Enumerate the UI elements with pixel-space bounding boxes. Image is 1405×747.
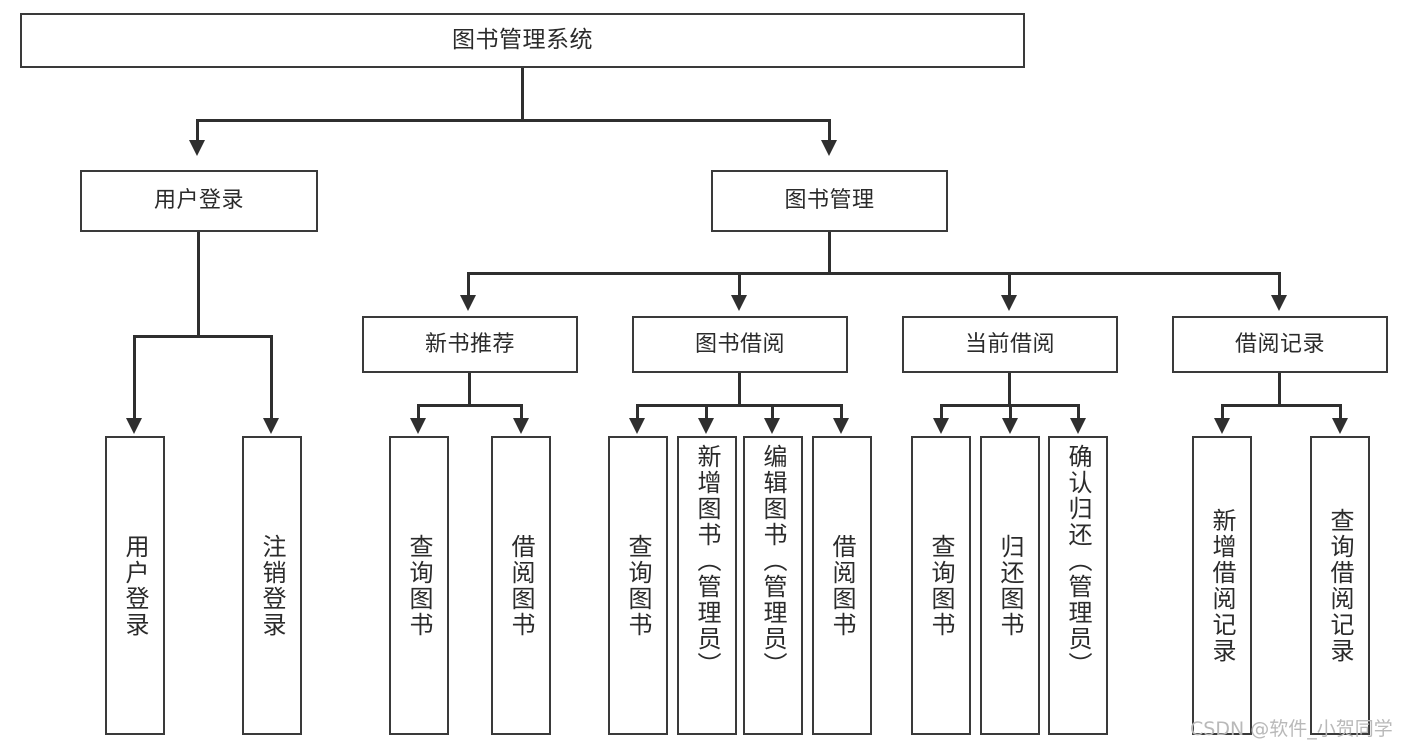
node-label: 借阅记录 xyxy=(1234,331,1325,357)
node-label: 新书推荐 xyxy=(424,331,515,357)
node-new-book-rec[interactable]: 新书推荐 xyxy=(362,316,578,373)
connector-book-borrow-to-leaf-4 xyxy=(840,404,843,420)
connector-book-manage-to-new-book xyxy=(467,272,470,297)
arrowhead-leaf-confirm-return xyxy=(1070,418,1086,434)
connector-user-login-to-leaf-2 xyxy=(270,335,273,420)
connector-book-borrow-stem xyxy=(738,373,741,404)
connector-book-borrow-to-leaf-1 xyxy=(636,404,639,420)
node-book-borrow[interactable]: 图书借阅 xyxy=(632,316,848,373)
node-leaf-add-record[interactable]: 新增借阅记录 xyxy=(1192,436,1252,735)
arrowhead-borrow-record xyxy=(1271,295,1287,311)
node-leaf-confirm-return[interactable]: 确认归还（管理员） xyxy=(1048,436,1108,735)
node-leaf-borrow-book-2[interactable]: 借阅图书 xyxy=(812,436,872,735)
node-leaf-query-record[interactable]: 查询借阅记录 xyxy=(1310,436,1370,735)
node-label: 用户登录 xyxy=(153,188,244,214)
arrowhead-leaf-query-book-3 xyxy=(933,418,949,434)
connector-book-manage-to-borrow-record xyxy=(1278,272,1281,297)
connector-new-book-bus xyxy=(417,404,523,407)
connector-borrow-record-bus xyxy=(1221,404,1342,407)
connector-book-borrow-bus xyxy=(636,404,842,407)
node-root-system[interactable]: 图书管理系统 xyxy=(20,13,1025,68)
node-label: 新增借阅记录 xyxy=(1208,507,1236,664)
node-leaf-query-book-2[interactable]: 查询图书 xyxy=(608,436,668,735)
arrowhead-leaf-add-book xyxy=(698,418,714,434)
arrowhead-leaf-return-book xyxy=(1002,418,1018,434)
connector-book-manage-bus xyxy=(467,272,1281,275)
connector-root-to-user-login xyxy=(196,119,199,142)
connector-current-borrow-to-leaf-1 xyxy=(940,404,943,420)
node-leaf-add-book[interactable]: 新增图书（管理员） xyxy=(677,436,737,735)
connector-new-book-stem xyxy=(468,373,471,404)
connector-user-login-stem xyxy=(197,232,200,335)
arrowhead-leaf-add-record xyxy=(1214,418,1230,434)
node-leaf-edit-book[interactable]: 编辑图书（管理员） xyxy=(743,436,803,735)
node-label: 归还图书 xyxy=(996,533,1024,638)
node-label: 查询图书 xyxy=(405,533,433,638)
node-label: 新增图书（管理员） xyxy=(693,444,721,678)
node-label: 注销登录 xyxy=(258,533,286,638)
connector-borrow-record-stem xyxy=(1278,373,1281,404)
connector-borrow-record-to-leaf-1 xyxy=(1221,404,1224,420)
connector-current-borrow-to-leaf-3 xyxy=(1077,404,1080,420)
connector-root-bus xyxy=(196,119,830,122)
connector-borrow-record-to-leaf-2 xyxy=(1339,404,1342,420)
node-label: 用户登录 xyxy=(121,533,149,638)
connector-user-login-to-leaf-1 xyxy=(133,335,136,420)
connector-new-book-to-leaf-2 xyxy=(520,404,523,420)
arrowhead-current-borrow xyxy=(1001,295,1017,311)
node-label: 查询图书 xyxy=(927,533,955,638)
connector-book-manage-to-book-borrow xyxy=(738,272,741,297)
node-label: 图书借阅 xyxy=(694,331,785,357)
arrowhead-leaf-borrow-book-1 xyxy=(513,418,529,434)
connector-root-to-book-manage xyxy=(828,119,831,142)
node-leaf-logout[interactable]: 注销登录 xyxy=(242,436,302,735)
connector-root-stem xyxy=(521,68,524,119)
node-book-manage[interactable]: 图书管理 xyxy=(711,170,948,232)
arrowhead-user-login xyxy=(189,140,205,156)
connector-user-login-bus xyxy=(133,335,270,338)
node-leaf-query-book-3[interactable]: 查询图书 xyxy=(911,436,971,735)
connector-book-manage-stem xyxy=(828,232,831,272)
node-leaf-user-login[interactable]: 用户登录 xyxy=(105,436,165,735)
connector-book-borrow-to-leaf-2 xyxy=(705,404,708,420)
node-label: 查询图书 xyxy=(624,533,652,638)
arrowhead-leaf-user-login xyxy=(126,418,142,434)
connector-current-borrow-to-leaf-2 xyxy=(1009,404,1012,420)
connector-current-borrow-stem xyxy=(1008,373,1011,404)
node-borrow-record[interactable]: 借阅记录 xyxy=(1172,316,1388,373)
node-user-login[interactable]: 用户登录 xyxy=(80,170,318,232)
node-current-borrow[interactable]: 当前借阅 xyxy=(902,316,1118,373)
arrowhead-leaf-logout xyxy=(263,418,279,434)
node-label: 编辑图书（管理员） xyxy=(759,444,787,678)
arrowhead-book-borrow xyxy=(731,295,747,311)
connector-new-book-to-leaf-1 xyxy=(417,404,420,420)
arrowhead-leaf-query-record xyxy=(1332,418,1348,434)
node-label: 借阅图书 xyxy=(828,533,856,638)
node-label: 图书管理系统 xyxy=(452,27,593,54)
arrowhead-leaf-query-book-2 xyxy=(629,418,645,434)
connector-book-manage-to-current-borrow xyxy=(1008,272,1011,297)
node-label: 借阅图书 xyxy=(507,533,535,638)
connector-book-borrow-to-leaf-3 xyxy=(771,404,774,420)
arrowhead-leaf-borrow-book-2 xyxy=(833,418,849,434)
node-label: 查询借阅记录 xyxy=(1326,507,1354,664)
arrowhead-leaf-query-book-1 xyxy=(410,418,426,434)
arrowhead-book-manage xyxy=(821,140,837,156)
node-leaf-borrow-book-1[interactable]: 借阅图书 xyxy=(491,436,551,735)
node-leaf-return-book[interactable]: 归还图书 xyxy=(980,436,1040,735)
node-label: 确认归还（管理员） xyxy=(1064,444,1092,678)
node-leaf-query-book-1[interactable]: 查询图书 xyxy=(389,436,449,735)
arrowhead-leaf-edit-book xyxy=(764,418,780,434)
node-label: 图书管理 xyxy=(784,188,875,214)
arrowhead-new-book-rec xyxy=(460,295,476,311)
node-label: 当前借阅 xyxy=(964,331,1055,357)
